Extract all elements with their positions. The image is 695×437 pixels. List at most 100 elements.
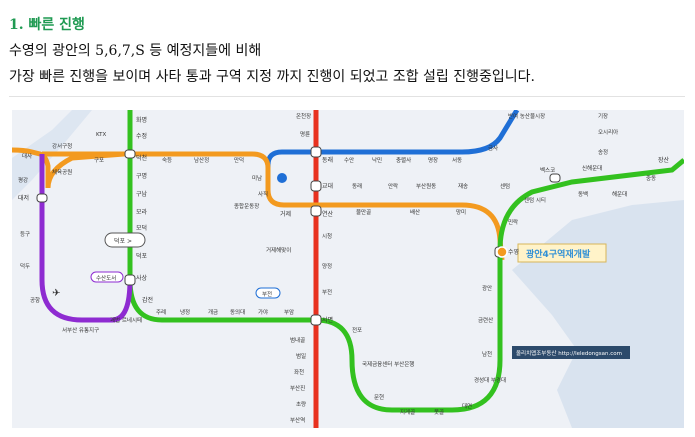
station-naengjeong[interactable]: 냉정 [180,308,190,316]
station-busanwondong[interactable]: 부산원동 [416,182,436,190]
station-yangjeong[interactable]: 양정 [322,262,332,270]
station-munhyeon[interactable]: 문현 [374,393,384,401]
watermark-text: 올리치맵조부동산 http://leledongsan.com [516,349,622,357]
station-seodong[interactable]: 서동 [452,156,462,164]
station-nakmin[interactable]: 낙민 [372,156,382,164]
station-namcheon[interactable]: 남천 [482,350,492,358]
station-kyungsung[interactable]: 경성대 부경대 [474,376,506,384]
station-gamjeon[interactable]: 감전 [142,296,153,304]
station-dongui[interactable]: 동의대 [230,308,245,316]
station-jaesong[interactable]: 재송 [458,182,468,190]
station-suyeong[interactable]: 수영 [508,248,519,256]
station-geumsa[interactable]: 금사 [488,144,498,152]
station-sajik[interactable]: 사직 [258,190,268,198]
station-gaegeum[interactable]: 개금 [208,308,218,316]
station-myeongnyun[interactable]: 명륜 [300,131,310,138]
station-geoje-haemaji[interactable]: 거제해맞이 [266,246,291,254]
station-dongnae[interactable]: 동래 [322,156,333,164]
station-jigegol[interactable]: 지게골 [400,408,415,416]
station-geoje[interactable]: 거제 [280,210,291,218]
station-modeok[interactable]: 모덕 [136,225,147,232]
station-centum-city[interactable]: 센텀 시티 [524,196,546,204]
station-motgol[interactable]: 못골 [434,409,444,416]
airplane-icon: ✈ [52,288,60,299]
station-sujeong[interactable]: 수정 [136,133,147,140]
station-baesan[interactable]: 배산 [410,208,420,216]
station-dongbaek[interactable]: 동백 [578,190,588,198]
station-bujeon[interactable]: 부전 [322,288,332,296]
station-mora[interactable]: 모라 [136,208,148,216]
bujeon-tag-bg [255,287,281,299]
station-sukdeung[interactable]: 숙등 [162,156,172,164]
station-busanyeok[interactable]: 부산역 [290,416,305,424]
deokpo-tag[interactable]: 덕포 > [114,238,132,245]
station-sasang[interactable]: 사상 [136,274,148,282]
station-gupo[interactable]: 구포 [94,157,104,164]
station-jurye[interactable]: 주례 [156,308,166,316]
station-minrak[interactable]: 민락 [508,218,518,226]
station-banyeo[interactable]: 반여 농산물시장 [508,112,545,120]
station-mandeok[interactable]: 만덕 [234,156,244,164]
station-deungu[interactable]: 등구 [20,231,30,238]
purple-track [39,154,133,323]
target-marker [496,246,508,258]
ktx-label: KTX [96,132,107,138]
station-minam[interactable]: 미남 [252,174,262,182]
station-suan[interactable]: 수안 [344,157,354,164]
station-mangmi[interactable]: 망미 [456,208,466,216]
station-mulmangol[interactable]: 물만골 [356,208,371,216]
station-oncheonjang[interactable]: 온천장 [296,112,311,120]
station-osiria[interactable]: 오시리아 [598,128,618,136]
station-sinhaeundae[interactable]: 신해운대 [582,164,602,172]
station-gumyeong[interactable]: 구명 [136,172,147,180]
station-haeundae[interactable]: 해운대 [612,190,627,198]
station-geumnyeonsan[interactable]: 금련산 [478,316,493,324]
station-gyodae[interactable]: 교대 [322,182,333,190]
station-dongnae-east[interactable]: 동래 [352,182,362,190]
station-seomyeon[interactable]: 서면 [322,316,333,324]
station-gaya[interactable]: 가야 [258,308,268,316]
station-gwangan[interactable]: 광안 [482,285,492,292]
station-beomil[interactable]: 범일 [296,352,306,360]
station-daejeo[interactable]: 대저 [18,194,29,202]
station-seobusan[interactable]: 서부산 유통지구 [62,326,99,334]
deokpo-tag-bg [104,232,146,248]
station-chungnyeolsa[interactable]: 충렬사 [396,156,411,164]
station-chukgu[interactable]: 체육공원 [52,168,72,176]
station-choryang[interactable]: 초량 [296,401,306,408]
station-buam[interactable]: 부암 [284,308,294,316]
station-gijang[interactable]: 기장 [598,112,608,120]
station-songjeong[interactable]: 송정 [598,148,608,156]
sasang-tag: 수산도서 [96,274,116,282]
station-jungdong[interactable]: 중동 [646,175,656,182]
station-yeonsan[interactable]: 연산 [322,210,334,218]
station-deokdu[interactable]: 덕두 [20,263,30,270]
station-gangseogucheong[interactable]: 강서구청 [52,142,72,150]
station-beomnaegol[interactable]: 범내골 [290,336,305,344]
station-gongjang[interactable]: 공항 [30,296,40,304]
station-allak[interactable]: 안락 [388,182,398,190]
station-deokpo[interactable]: 덕포 [136,253,148,260]
line4-track [265,110,520,180]
subway-map[interactable]: 광안4구역재개발 올리치맵조부동산 http://leledongsan.com… [12,110,684,428]
station-gunam[interactable]: 구남 [136,190,148,198]
station-sports-complex[interactable]: 종합운동장 [234,202,259,210]
station-gwaebeop[interactable]: 괘법 르네시떼 [110,316,142,324]
station-pyeonggang[interactable]: 평강 [18,177,28,184]
station-jwacheon[interactable]: 좌천 [294,368,304,376]
station-daeyeon[interactable]: 대연 [462,402,472,410]
station-hwamyeong[interactable]: 화명 [136,116,147,124]
station-bexco[interactable]: 벡스코 [540,166,555,174]
station-international-finance[interactable]: 국제금융센터 부산은행 [362,360,414,368]
station-busanjin[interactable]: 부산진 [290,384,305,392]
station-myeongjang[interactable]: 명장 [428,157,438,164]
station-jeonpo[interactable]: 전포 [352,326,362,334]
station-daesa[interactable]: 대사 [22,152,32,160]
station-deokcheon[interactable]: 덕천 [136,154,147,162]
station-jangsan[interactable]: 장산 [658,156,670,164]
article-heading: 1. 빠른 진행 [9,17,85,33]
subway-map-svg: 광안4구역재개발 올리치맵조부동산 http://leledongsan.com… [12,110,684,428]
station-namsanjeong[interactable]: 남산정 [194,156,209,164]
station-centum[interactable]: 센텀 [500,182,510,190]
station-sicheong[interactable]: 시청 [322,233,332,240]
